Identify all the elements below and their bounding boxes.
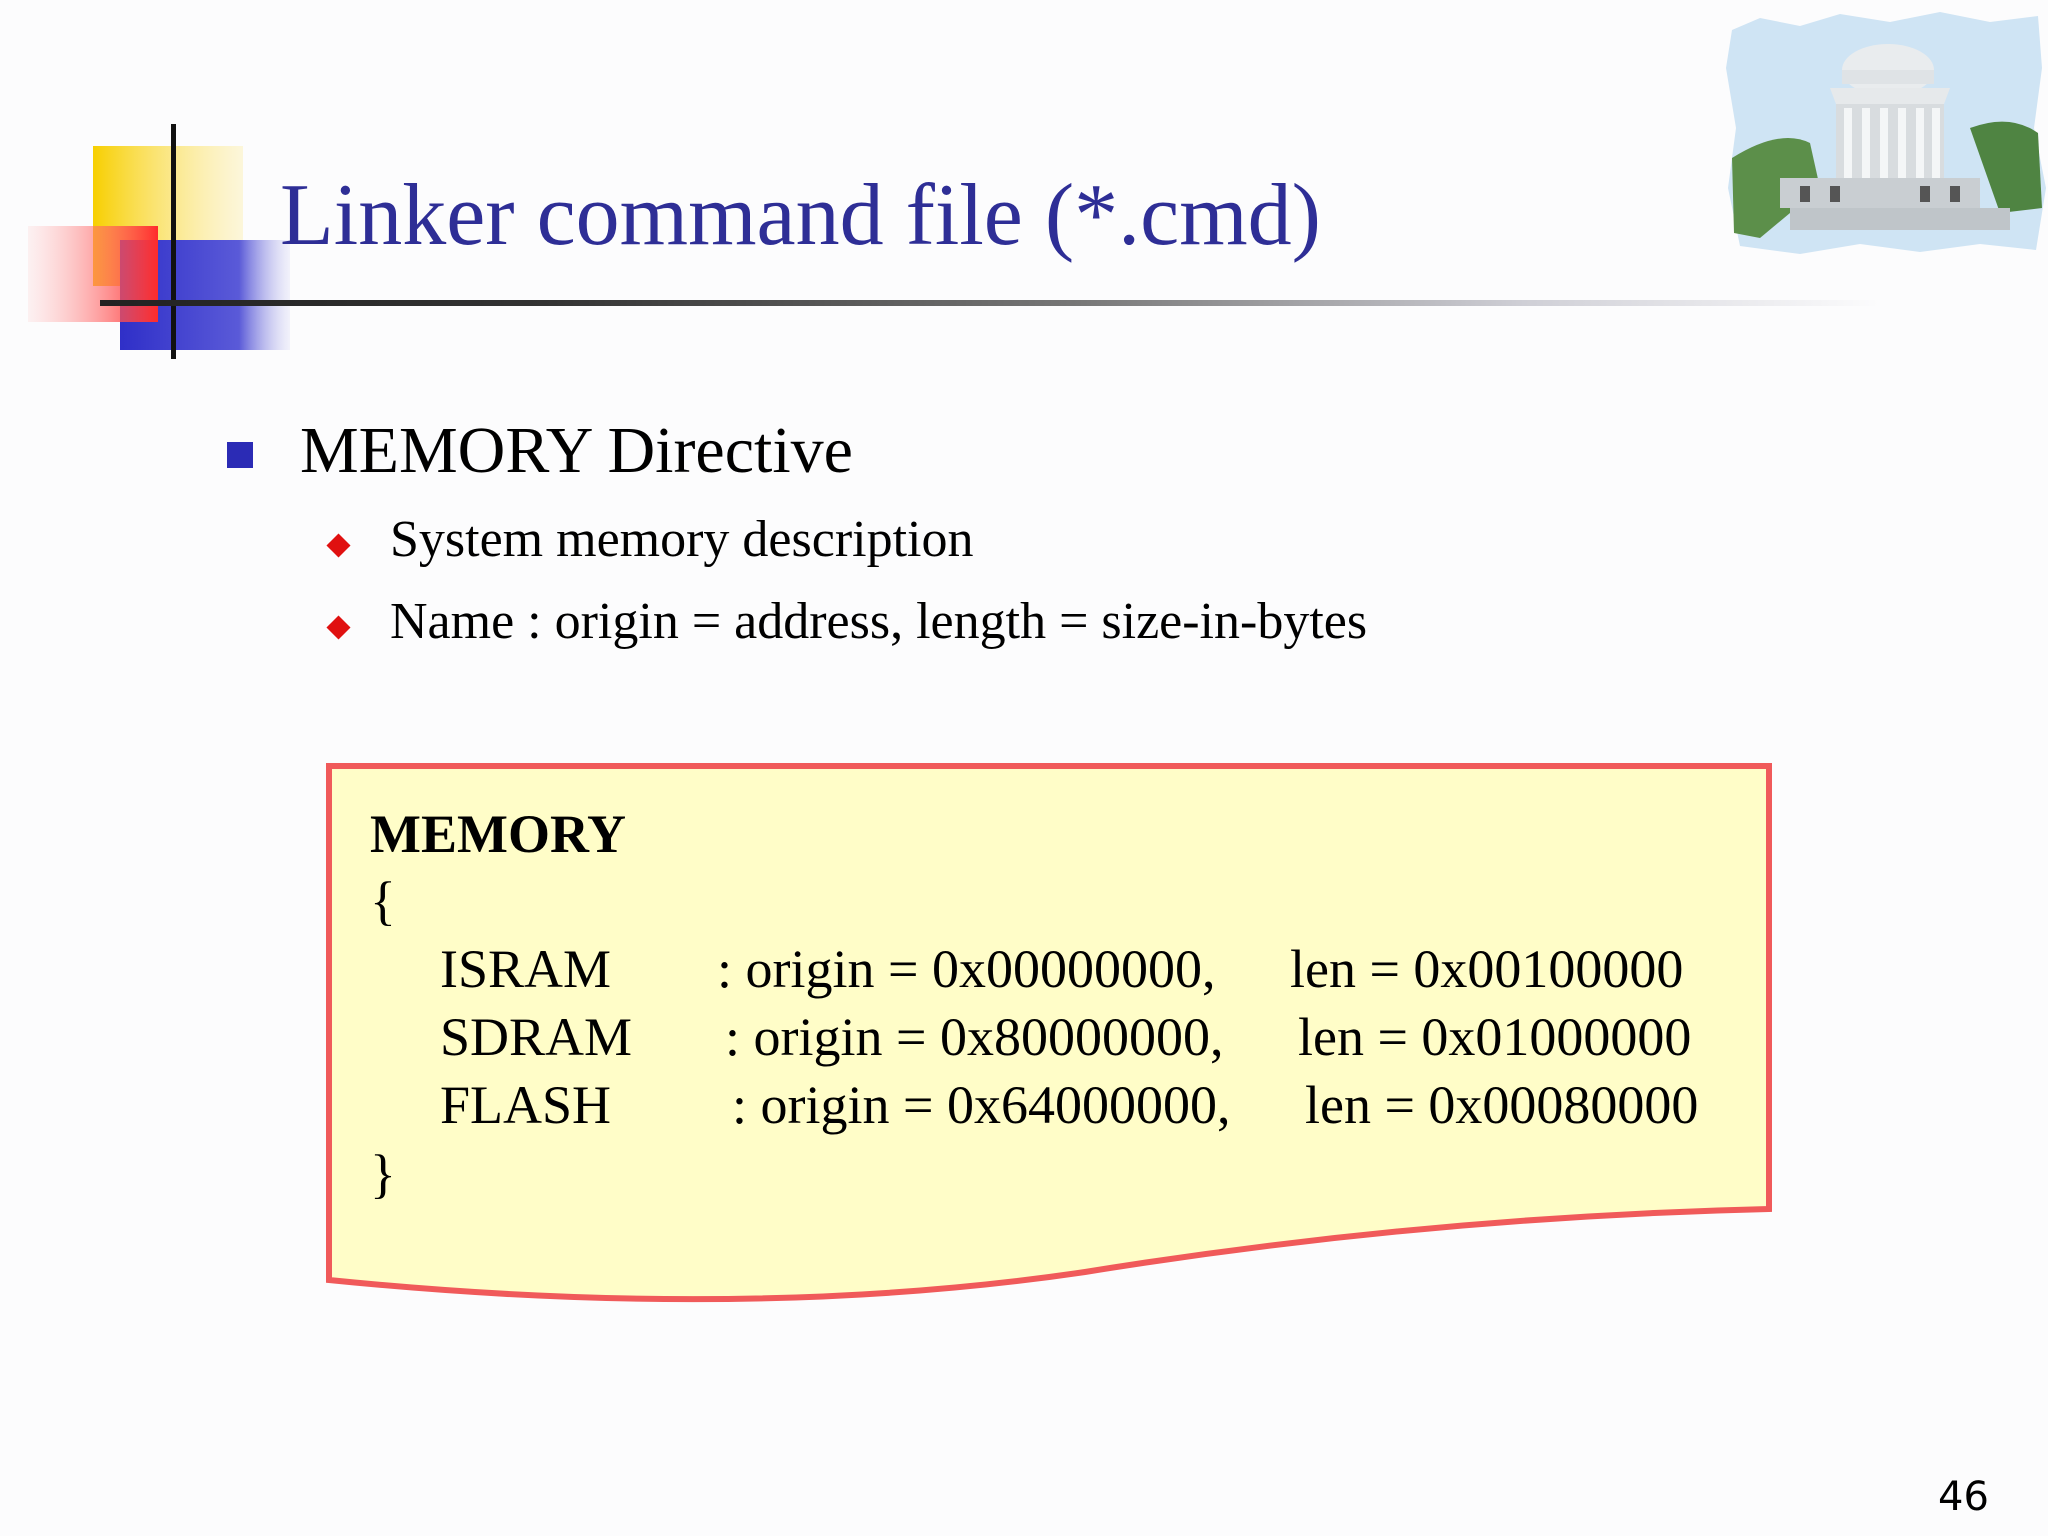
page-number: 46 xyxy=(1938,1474,1989,1520)
sub-bullet-text: System memory description xyxy=(390,511,974,568)
corner-squares-icon xyxy=(28,124,290,359)
code-row-origin: : origin = 0x64000000, xyxy=(732,1075,1231,1135)
square-bullet-icon xyxy=(227,442,253,468)
slide-title: Linker command file (*.cmd) xyxy=(280,167,1321,264)
code-row-len: len = 0x00080000 xyxy=(1305,1075,1699,1135)
diamond-bullet-icon xyxy=(326,533,351,558)
code-row-name: ISRAM xyxy=(440,939,612,999)
code-row-name: FLASH xyxy=(440,1075,612,1135)
building-photo xyxy=(1720,8,2048,258)
code-box-shape xyxy=(326,763,1772,1303)
code-row-origin: : origin = 0x80000000, xyxy=(725,1007,1224,1067)
bullet-text: MEMORY Directive xyxy=(300,414,853,487)
corner-decoration xyxy=(0,0,300,380)
code-row-name: SDRAM xyxy=(440,1007,633,1067)
code-close-brace: } xyxy=(370,1144,396,1204)
code-row-len: len = 0x00100000 xyxy=(1290,939,1684,999)
diamond-bullet-icon xyxy=(326,615,351,640)
code-row-len: len = 0x01000000 xyxy=(1298,1007,1692,1067)
building-photo-icon xyxy=(1726,12,2046,254)
code-open-brace: { xyxy=(370,871,396,931)
code-box: MEMORY { ISRAM : origin = 0x00000000, le… xyxy=(325,762,1775,1322)
sub-bullet-text: Name : origin = address, length = size-i… xyxy=(390,593,1368,650)
code-keyword: MEMORY xyxy=(370,804,627,864)
title-divider xyxy=(100,300,1880,306)
code-row-origin: : origin = 0x00000000, xyxy=(717,939,1216,999)
